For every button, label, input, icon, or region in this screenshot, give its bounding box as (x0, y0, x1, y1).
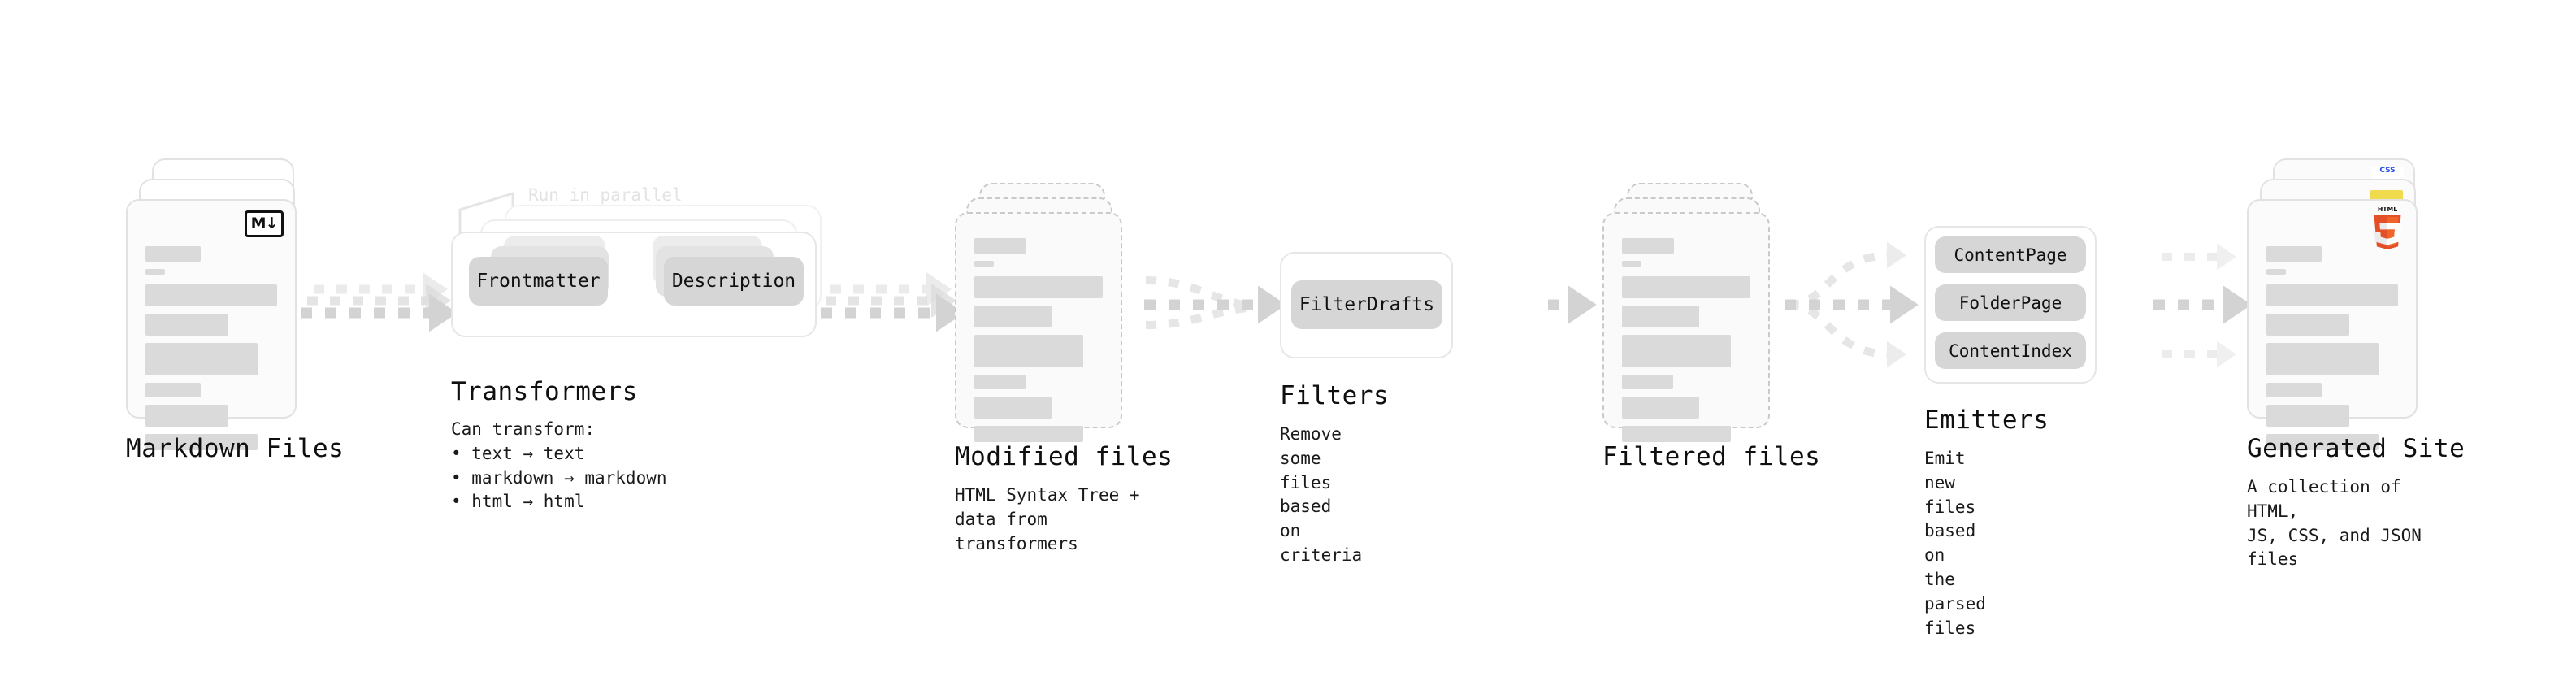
markdown-badge: M↓ (245, 210, 284, 237)
skeleton-bar (145, 405, 229, 427)
modified-files-title: Modified files (955, 442, 1173, 471)
emitters-subtitle: Emit new files based on the parsed files (1924, 449, 1986, 638)
emitters-title: Emitters (1924, 406, 2049, 435)
skeleton-bar (1622, 335, 1732, 367)
css-badge-label: CSS (2379, 167, 2396, 175)
transformers-box-stack: Frontmatter Description (451, 187, 833, 341)
skeleton-bar (2266, 434, 2379, 450)
svg-text:HTML: HTML (2378, 207, 2397, 213)
skeleton-bar (145, 284, 277, 306)
generated-site-subtitle: A collection of HTML, JS, CSS, and JSON … (2247, 477, 2422, 570)
emitters-chip-contentindex[interactable]: ContentIndex (1935, 332, 2086, 369)
markdown-files-title: Markdown Files (126, 434, 345, 463)
emitters-chip-folderpage-label: FolderPage (1958, 293, 2062, 313)
skeleton-bar (145, 434, 258, 450)
arrow-filtered-to-emitters (1785, 241, 1919, 368)
stage-markdown-files: M↓ Markdown Files (126, 158, 344, 462)
modified-card-front (955, 212, 1122, 442)
emitters-chip-folderpage[interactable]: FolderPage (1935, 284, 2086, 321)
skeleton-bar (145, 269, 165, 275)
skeleton-bar (145, 314, 229, 336)
markdown-card-stack: M↓ (126, 158, 313, 450)
skeleton-bar (974, 261, 994, 267)
skeleton-bar (145, 383, 202, 397)
emitters-chip-contentpage-label: ContentPage (1954, 245, 2067, 265)
skeleton-bar (2266, 405, 2350, 427)
transformer-chip-description-label: Description (671, 271, 796, 292)
html5-badge: HTML (2369, 206, 2406, 249)
filters-chip-filterdrafts[interactable]: FilterDrafts (1291, 280, 1442, 329)
stage-generated-site: CSS HTML (2247, 158, 2465, 569)
transformers-subtitle: Can transform: • text → text • markdown … (451, 419, 667, 512)
markdown-skeleton (145, 246, 277, 458)
emitters-chip-contentindex-label: ContentIndex (1949, 340, 2072, 361)
skeleton-bar (2266, 343, 2379, 375)
skeleton-bar (974, 276, 1103, 298)
site-card-stack: CSS HTML (2247, 158, 2434, 450)
emitters-chip-contentpage[interactable]: ContentPage (1935, 236, 2086, 273)
stage-filtered-files: Filtered files (1602, 183, 1820, 471)
arrow-markdown-to-transformers (301, 272, 458, 332)
run-in-parallel-label: Run in parallel (528, 185, 683, 205)
site-card-html: HTML (2247, 199, 2418, 450)
skeleton-bar (145, 246, 201, 262)
site-skeleton (2266, 246, 2398, 458)
skeleton-bar (1622, 306, 1699, 327)
arrow-modified-to-filters (1144, 276, 1286, 329)
modified-card-stack (955, 183, 1142, 442)
skeleton-bar (2266, 383, 2322, 397)
filtered-skeleton (1622, 238, 1750, 449)
modified-files-subtitle: HTML Syntax Tree + data from transformer… (955, 485, 1140, 553)
modified-skeleton (974, 238, 1103, 449)
skeleton-bar (2266, 246, 2322, 262)
skeleton-bar (974, 306, 1052, 327)
generated-site-title: Generated Site (2247, 434, 2465, 463)
skeleton-bar (1622, 397, 1699, 419)
skeleton-bar (974, 397, 1052, 419)
skeleton-bar (2266, 314, 2350, 336)
skeleton-bar (2266, 269, 2286, 275)
markdown-card-front: M↓ (126, 199, 297, 450)
filters-title: Filters (1280, 381, 1390, 410)
skeleton-bar (145, 343, 258, 375)
transformers-title: Transformers (451, 377, 638, 406)
filters-subtitle: Remove some files based on criteria (1280, 424, 1363, 566)
filters-chip-filterdrafts-label: FilterDrafts (1299, 294, 1435, 315)
skeleton-bar (1622, 375, 1674, 389)
filtered-card-stack (1602, 183, 1789, 442)
stage-transformers: Run in parallel Frontmatter Description … (451, 185, 833, 511)
stage-modified-files: Modified files HTML Syntax Tree + data f… (955, 183, 1173, 553)
html5-logo-icon: HTML (2374, 206, 2402, 249)
skeleton-bar (974, 238, 1026, 254)
arrow-emitters-to-site (2153, 243, 2252, 368)
skeleton-bar (974, 426, 1084, 442)
filtered-card-front (1602, 212, 1770, 442)
skeleton-bar (1622, 426, 1732, 442)
skeleton-bar (974, 375, 1026, 389)
arrow-filters-to-filtered (1548, 285, 1597, 324)
skeleton-bar (1622, 238, 1674, 254)
transformer-chip-frontmatter-label: Frontmatter (476, 271, 601, 292)
skeleton-bar (1622, 261, 1641, 267)
arrow-transformers-to-modified (821, 272, 965, 332)
skeleton-bar (2266, 284, 2398, 306)
skeleton-bar (974, 335, 1084, 367)
transformer-chip-description[interactable]: Description (664, 257, 804, 306)
transformer-chip-frontmatter[interactable]: Frontmatter (469, 257, 608, 306)
filtered-files-title: Filtered files (1602, 442, 1821, 471)
skeleton-bar (1622, 276, 1750, 298)
run-in-parallel-leader (458, 192, 514, 241)
